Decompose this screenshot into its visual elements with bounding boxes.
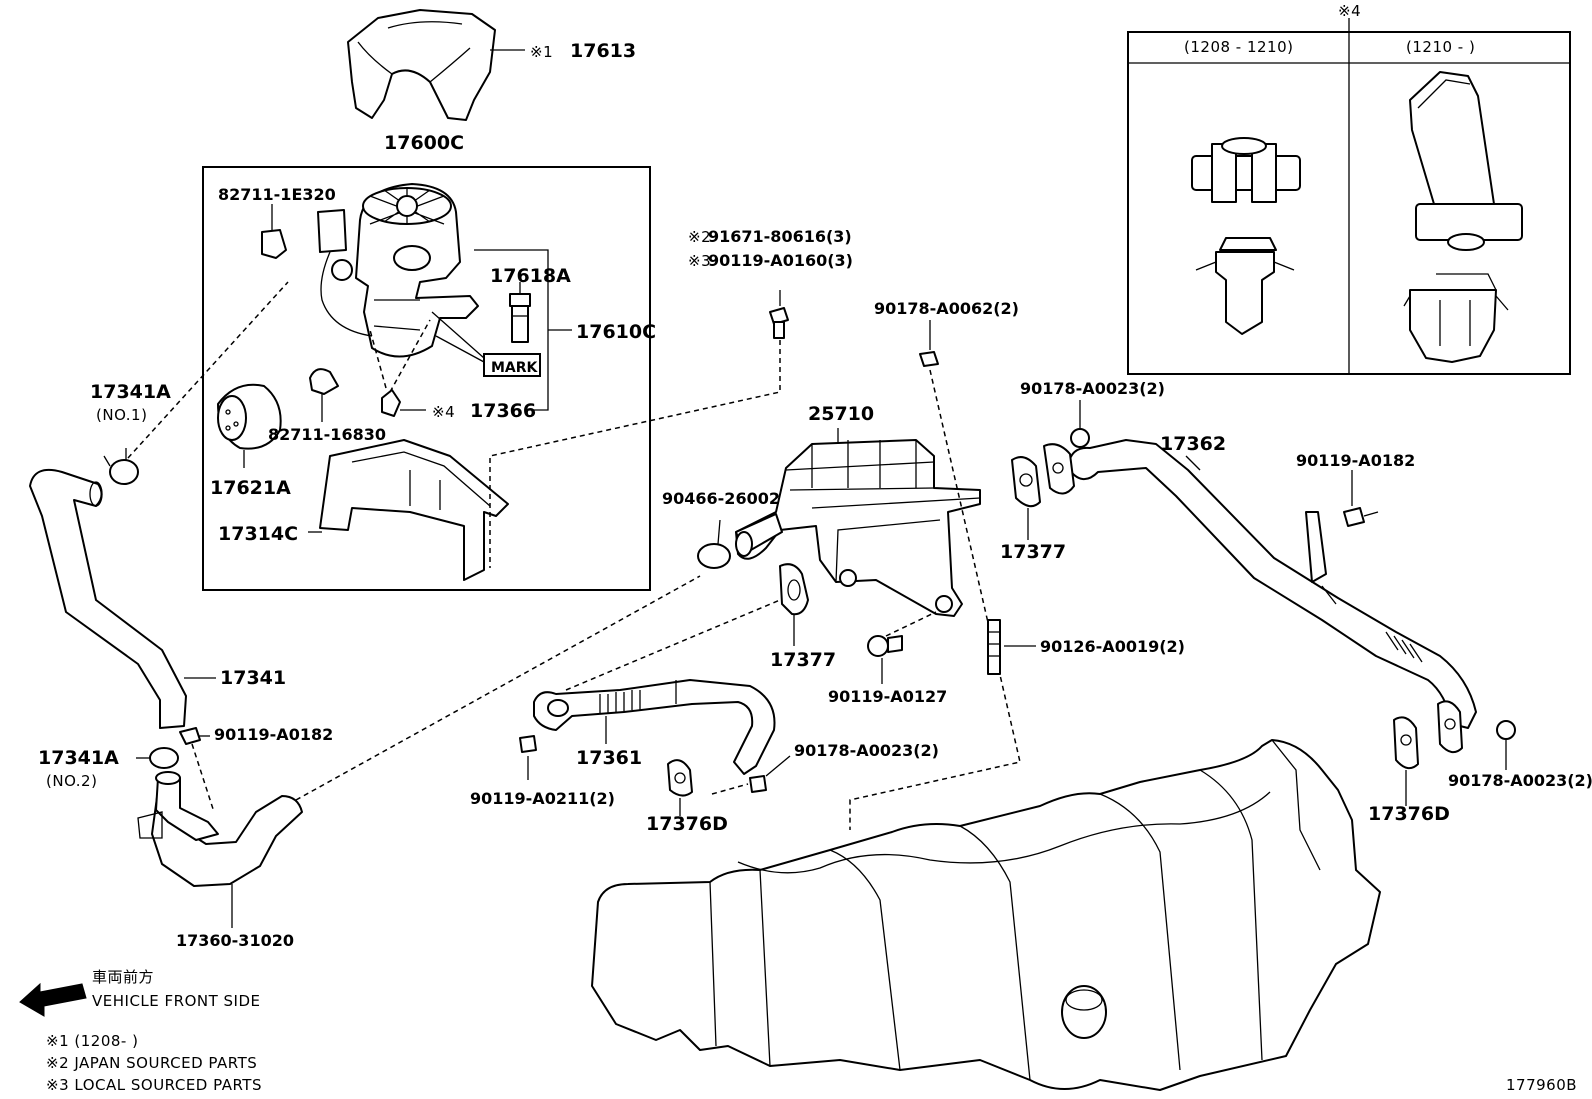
- label-90119-a0182-left: 90119-A0182: [214, 725, 333, 744]
- bolt-90119-a0211: [519, 735, 537, 780]
- hose-17360-31020: [137, 771, 303, 887]
- label-90126-a0019: 90126-A0019(2): [1040, 637, 1185, 656]
- label-90178-a0062: 90178-A0062(2): [874, 299, 1019, 318]
- nut-90178-a0062: [849, 320, 1021, 830]
- label-17366-note: ※4: [432, 403, 455, 421]
- engine-block: [591, 739, 1381, 1091]
- label-17362: 17362: [1160, 433, 1226, 455]
- stud-90126-a0019: [987, 619, 1036, 675]
- label-91671-80616: 91671-80616(3): [708, 227, 852, 246]
- label-90119-a0182-right: 90119-A0182: [1296, 451, 1415, 470]
- label-90119-a0160: 90119-A0160(3): [708, 251, 853, 270]
- label-17341a-no2: 17341A: [38, 747, 119, 769]
- label-17366: 17366: [470, 400, 536, 422]
- bolt-90119-a0127: [867, 611, 937, 684]
- label-82711-16830: 82711-16830: [268, 425, 386, 444]
- label-mark: MARK: [491, 360, 539, 376]
- valve-25710: [735, 428, 981, 617]
- clamp-82711-16830: [309, 368, 339, 395]
- label-17376d-right: 17376D: [1368, 803, 1450, 825]
- clamp-17341a-no1: [103, 448, 139, 485]
- flange-17362-bottom: [1437, 700, 1463, 754]
- label-note3: ※3: [688, 252, 711, 270]
- label-inset-right-header: (1210 - ): [1406, 38, 1475, 56]
- clamp-90466-26002: [697, 519, 731, 569]
- label-17613-note: ※1: [530, 43, 553, 61]
- label-note2: ※2: [688, 228, 711, 246]
- nut-90178-a0023-right: [1496, 720, 1516, 770]
- label-17341: 17341: [220, 667, 286, 689]
- dash-line-3: [565, 599, 781, 691]
- mark-box: [483, 353, 541, 377]
- label-90178-a0023-right: 90178-A0023(2): [1448, 771, 1592, 790]
- gasket-17377-right: [1011, 456, 1041, 540]
- nut-90178-a0023-top: [1070, 400, 1090, 448]
- label-17341a-no1: 17341A: [90, 381, 171, 403]
- clamp-17341a-no2: [136, 747, 179, 769]
- footnote-2: ※2 JAPAN SOURCED PARTS: [46, 1054, 257, 1072]
- pipe-17362: [1067, 439, 1477, 729]
- valve-17618a: [509, 282, 531, 343]
- bracket-17314c: [308, 439, 509, 581]
- label-vehicle-front-en: VEHICLE FRONT SIDE: [92, 992, 261, 1010]
- bolt-90119-a0182-left: [179, 727, 215, 813]
- bolt-91671-80616: [489, 290, 789, 568]
- label-25710: 25710: [808, 403, 874, 425]
- pipe-17361: [533, 679, 776, 775]
- label-17377-right: 17377: [1000, 541, 1066, 563]
- inset-box-4: [1127, 18, 1571, 375]
- label-17314c: 17314C: [218, 523, 298, 545]
- label-17618a: 17618A: [490, 265, 571, 287]
- label-17376d-mid: 17376D: [646, 813, 728, 835]
- flange-17362-top: [1043, 443, 1075, 495]
- diagram-id: 177960B: [1506, 1076, 1577, 1094]
- label-90119-a0127: 90119-A0127: [828, 687, 947, 706]
- inset-clip-old: [1191, 137, 1301, 335]
- clip-17366: [381, 389, 401, 417]
- flange-17376d-right: [1393, 716, 1419, 806]
- label-inset-note4: ※4: [1338, 2, 1361, 20]
- label-vehicle-front-jp: 車両前方: [92, 968, 154, 986]
- label-17613: 17613: [570, 40, 636, 62]
- bolt-90119-a0182-right: [1343, 470, 1379, 527]
- footnote-1: ※1 (1208- ): [46, 1032, 138, 1050]
- clip-82711-1e320: [261, 229, 287, 259]
- label-no2: (NO.2): [46, 772, 97, 790]
- label-no1: (NO.1): [96, 406, 147, 424]
- label-17360-31020: 17360-31020: [176, 931, 294, 950]
- hose-17341: [29, 468, 187, 729]
- label-90466-26002: 90466-26002: [662, 489, 780, 508]
- label-82711-1e320: 82711-1E320: [218, 185, 336, 204]
- dash-line-1: [127, 281, 289, 459]
- label-inset-left-header: (1208 - 1210): [1184, 38, 1294, 56]
- label-90119-a0211: 90119-A0211(2): [470, 789, 615, 808]
- footnote-3: ※3 LOCAL SOURCED PARTS: [46, 1076, 262, 1094]
- inset-clip-new: [1403, 71, 1523, 363]
- air-pump-assembly-box: [202, 166, 651, 591]
- filter-17621a: [217, 383, 282, 468]
- gasket-17377-mid: [779, 563, 809, 646]
- air-pump-17610c: [317, 183, 479, 358]
- label-17610c: 17610C: [576, 321, 656, 343]
- bracket-17362: [1305, 511, 1327, 583]
- vehicle-front-arrow-icon: [19, 982, 87, 1017]
- nut-90178-a0023-mid: [711, 755, 791, 795]
- label-90178-a0023-top: 90178-A0023(2): [1020, 379, 1165, 398]
- label-90178-a0023-mid: 90178-A0023(2): [794, 741, 939, 760]
- label-17361: 17361: [576, 747, 642, 769]
- flange-17376d-mid: [667, 759, 693, 816]
- dash-line-2: [295, 575, 701, 801]
- cover-17613: [347, 9, 525, 121]
- label-17600c: 17600C: [384, 132, 464, 154]
- label-17377-mid: 17377: [770, 649, 836, 671]
- label-17621a: 17621A: [210, 477, 291, 499]
